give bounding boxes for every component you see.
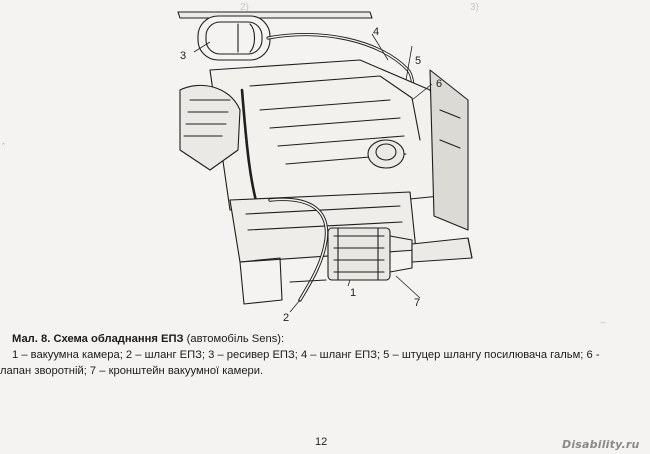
page-number: 12 bbox=[315, 436, 328, 448]
callout-6: 6 bbox=[436, 78, 443, 90]
bleed-through-text: 2) bbox=[240, 2, 249, 13]
caption-heading: Мал. 8. Схема обладнання ЕПЗ (автомобіль… bbox=[12, 331, 650, 347]
bleed-through-text: 3) bbox=[470, 2, 479, 13]
callout-5: 5 bbox=[415, 55, 422, 67]
callout-4: 4 bbox=[373, 26, 380, 38]
site-watermark: Disability.ru bbox=[562, 438, 640, 451]
callout-7: 7 bbox=[414, 297, 421, 309]
scan-artifact: ˆ bbox=[2, 142, 5, 152]
callout-2: 2 bbox=[283, 312, 290, 324]
callout-1: 1 bbox=[350, 287, 357, 299]
callout-3: 3 bbox=[180, 50, 187, 62]
bleed-through-text: ~ bbox=[600, 318, 606, 329]
caption-legend-line-2: лапан зворотній; 7 – кронштейн вакуумної… bbox=[0, 365, 264, 377]
caption-subtitle: (автомобіль Sens): bbox=[183, 333, 285, 345]
caption-legend-line-1: 1 – вакуумна камера; 2 – шланг ЕПЗ; 3 – … bbox=[12, 349, 600, 361]
figure-caption: Мал. 8. Схема обладнання ЕПЗ (автомобіль… bbox=[0, 331, 650, 379]
caption-title: Мал. 8. Схема обладнання ЕПЗ bbox=[12, 333, 184, 345]
engine-diagram bbox=[177, 11, 473, 313]
